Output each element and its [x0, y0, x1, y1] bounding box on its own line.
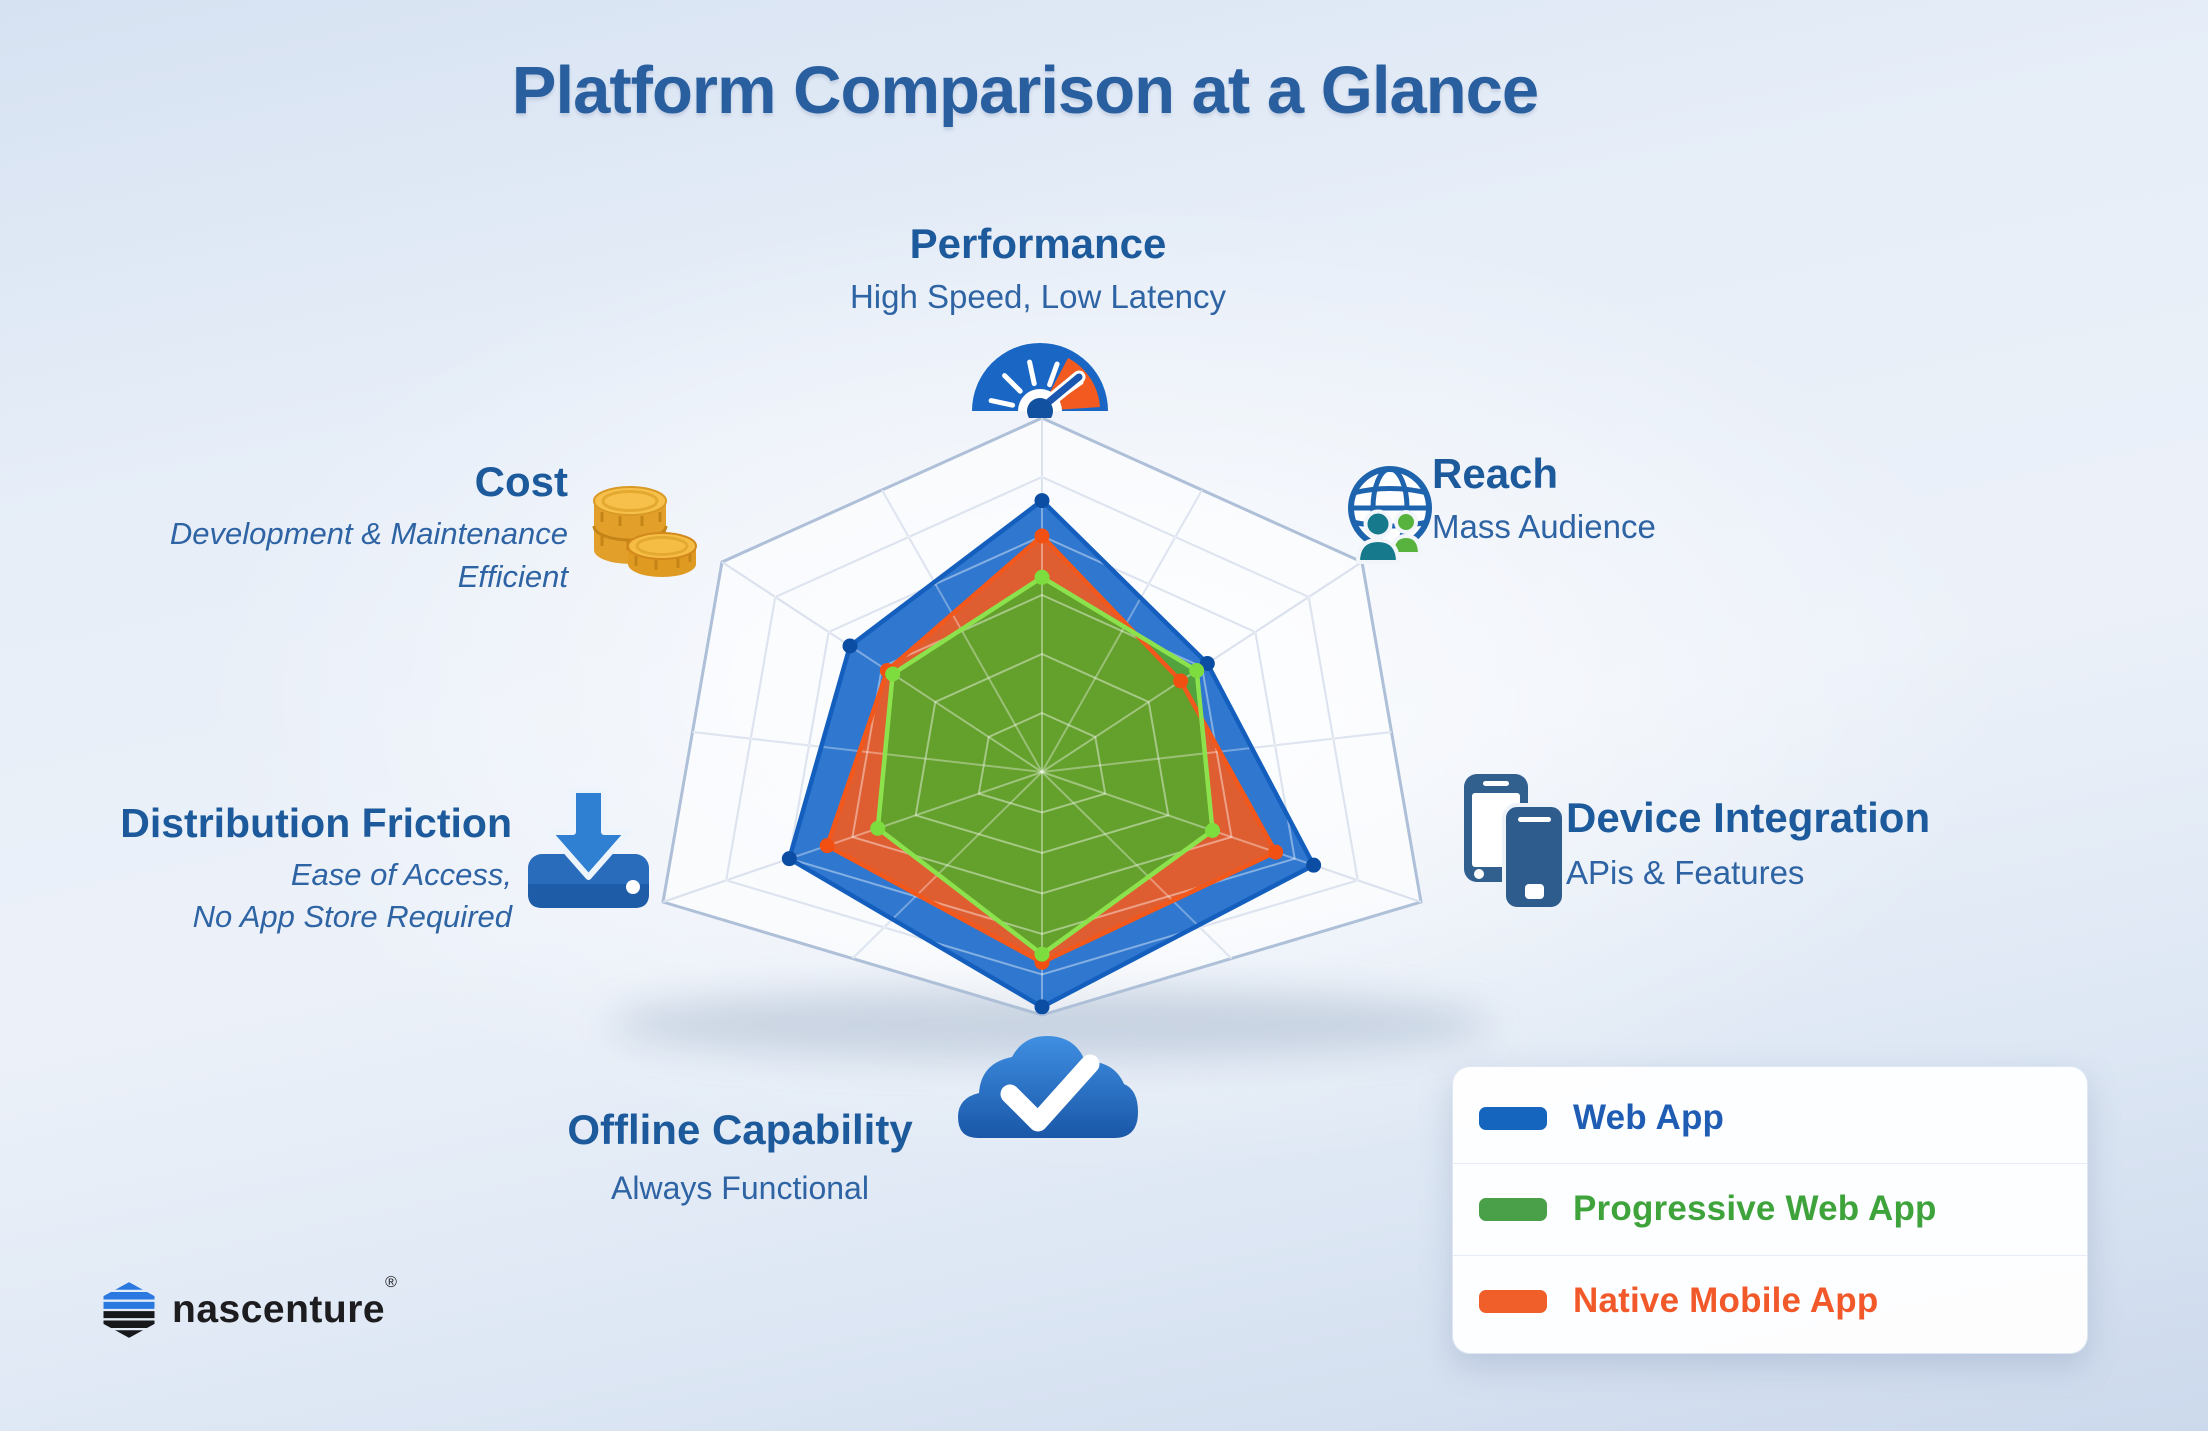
- axis-label-reach: Reach Mass Audience: [1432, 450, 1932, 549]
- coins-icon: [592, 486, 697, 577]
- globe-users-icon: [1348, 466, 1432, 564]
- device-integration-subtitle: APis & Features: [1566, 854, 1805, 892]
- radar-chart: [661, 416, 1423, 1017]
- brand-name: nascenture: [172, 1288, 386, 1331]
- web-app-swatch: [1479, 1106, 1547, 1130]
- distribution-friction-subtitle-line2: No App Store Required: [192, 899, 512, 935]
- offline-capability-subtitle: Always Functional: [611, 1170, 869, 1207]
- cost-subtitle-line1: Development & Maintenance: [169, 516, 568, 552]
- axis-label-cost: Cost Development & Maintenance Efficient: [108, 458, 568, 597]
- performance-subtitle: High Speed, Low Latency: [849, 278, 1227, 316]
- registered-trademark: ®: [385, 1274, 397, 1291]
- cost-subtitle-line2: Efficient: [457, 558, 568, 594]
- offline-capability-title: Offline Capability: [567, 1106, 913, 1153]
- axis-label-performance: Performance High Speed, Low Latency: [738, 220, 1338, 319]
- phones-icon: [1464, 774, 1566, 911]
- distribution-friction-subtitle-line1: Ease of Access,: [290, 857, 512, 893]
- cloud-check-icon: [958, 1036, 1138, 1138]
- nascenture-hexagon-icon: [103, 1282, 155, 1338]
- axis-label-distribution-friction: Distribution Friction Ease of Access, No…: [92, 800, 512, 938]
- device-integration-title: Device Integration: [1566, 794, 1931, 841]
- native-mobile-app-label: Native Mobile App: [1573, 1281, 1879, 1321]
- performance-title: Performance: [909, 220, 1167, 267]
- axis-label-device-integration: Device Integration APis & Features: [1566, 794, 2086, 895]
- legend-item-web-app: Web App: [1453, 1073, 2087, 1165]
- progressive-web-app-swatch: [1479, 1197, 1547, 1221]
- cost-title: Cost: [474, 458, 568, 505]
- chart-legend: Web App Progressive Web App Native Mobil…: [1452, 1066, 2088, 1354]
- reach-subtitle: Mass Audience: [1432, 508, 1656, 546]
- speedometer-icon: [972, 343, 1108, 418]
- progressive-web-app-label: Progressive Web App: [1573, 1189, 1937, 1229]
- page-title: Platform Comparison at a Glance: [511, 53, 1539, 128]
- legend-item-native-mobile-app: Native Mobile App: [1453, 1256, 2087, 1347]
- native-mobile-app-swatch: [1479, 1289, 1547, 1313]
- download-tray-icon: [528, 787, 649, 908]
- axis-label-offline-capability: Offline Capability Always Functional: [430, 1106, 1050, 1210]
- legend-item-progressive-web-app: Progressive Web App: [1453, 1164, 2087, 1256]
- reach-title: Reach: [1432, 450, 1559, 497]
- distribution-friction-title: Distribution Friction: [120, 800, 512, 846]
- web-app-label: Web App: [1573, 1098, 1725, 1138]
- brand-logo: nascenture®: [100, 1274, 397, 1338]
